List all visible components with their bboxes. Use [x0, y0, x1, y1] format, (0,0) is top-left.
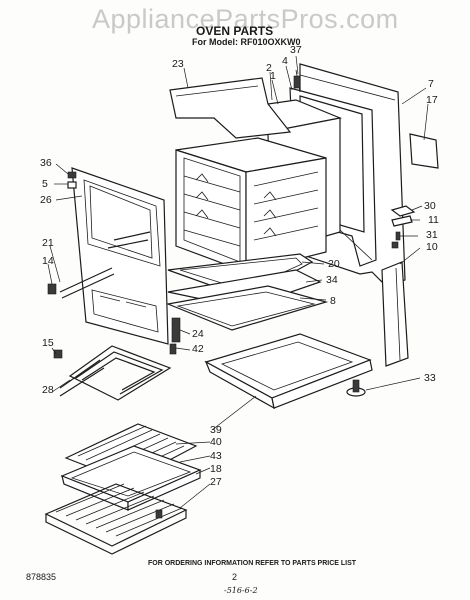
callout-2: 2: [266, 62, 272, 74]
callout-15: 15: [42, 337, 54, 349]
oven-bottom-panel: [165, 285, 329, 331]
broil-element: [53, 345, 172, 401]
broiler-drawer: [204, 333, 373, 410]
callout-21: 21: [42, 237, 54, 249]
callout-39: 39: [210, 424, 222, 436]
callout-33: 33: [424, 372, 436, 384]
oven-rack: [44, 483, 188, 555]
document-number: 878835: [26, 572, 57, 582]
callout-18: 18: [210, 463, 222, 475]
callout-20: 20: [328, 258, 340, 270]
callout-42: 42: [192, 343, 204, 355]
callout-5: 5: [42, 178, 48, 190]
callout-36: 36: [40, 157, 52, 169]
callout-24: 24: [192, 328, 204, 340]
diagram-title: OVEN PARTS: [196, 24, 274, 38]
callout-8: 8: [330, 295, 336, 307]
insulation-blanket: [169, 77, 292, 139]
callout-30: 30: [424, 200, 436, 212]
door-small-parts: [67, 171, 77, 189]
callout-27: 27: [210, 476, 222, 488]
callout-34: 34: [326, 274, 338, 286]
callout-31: 31: [426, 229, 438, 241]
callout-43: 43: [210, 450, 222, 462]
callout-37: 37: [290, 44, 302, 56]
page-number: 2: [232, 572, 238, 582]
callout-4: 4: [282, 55, 288, 67]
oven-liner: [175, 137, 327, 273]
callout-7: 7: [428, 78, 434, 90]
callout-14: 14: [42, 255, 54, 267]
callout-23: 23: [172, 58, 184, 70]
callout-40: 40: [210, 436, 222, 448]
callout-17: 17: [426, 94, 438, 106]
model-label: For Model: RF010OXKW0: [192, 37, 301, 47]
ordering-note: FOR ORDERING INFORMATION REFER TO PARTS …: [148, 560, 357, 567]
callout-11: 11: [428, 214, 439, 226]
callout-28: 28: [42, 384, 54, 396]
oven-door: [71, 167, 169, 345]
callout-leader-lines: [47, 55, 429, 509]
callout-26: 26: [40, 194, 52, 206]
handwritten-code: -516-6-2: [224, 586, 258, 595]
callout-1: 1: [270, 70, 276, 82]
latch-hardware: [390, 205, 416, 249]
side-trim: [381, 261, 409, 367]
leveling-leg: [346, 379, 366, 397]
watermark-text: AppliancePartsPros.com: [92, 4, 399, 34]
callout-10: 10: [426, 241, 438, 253]
